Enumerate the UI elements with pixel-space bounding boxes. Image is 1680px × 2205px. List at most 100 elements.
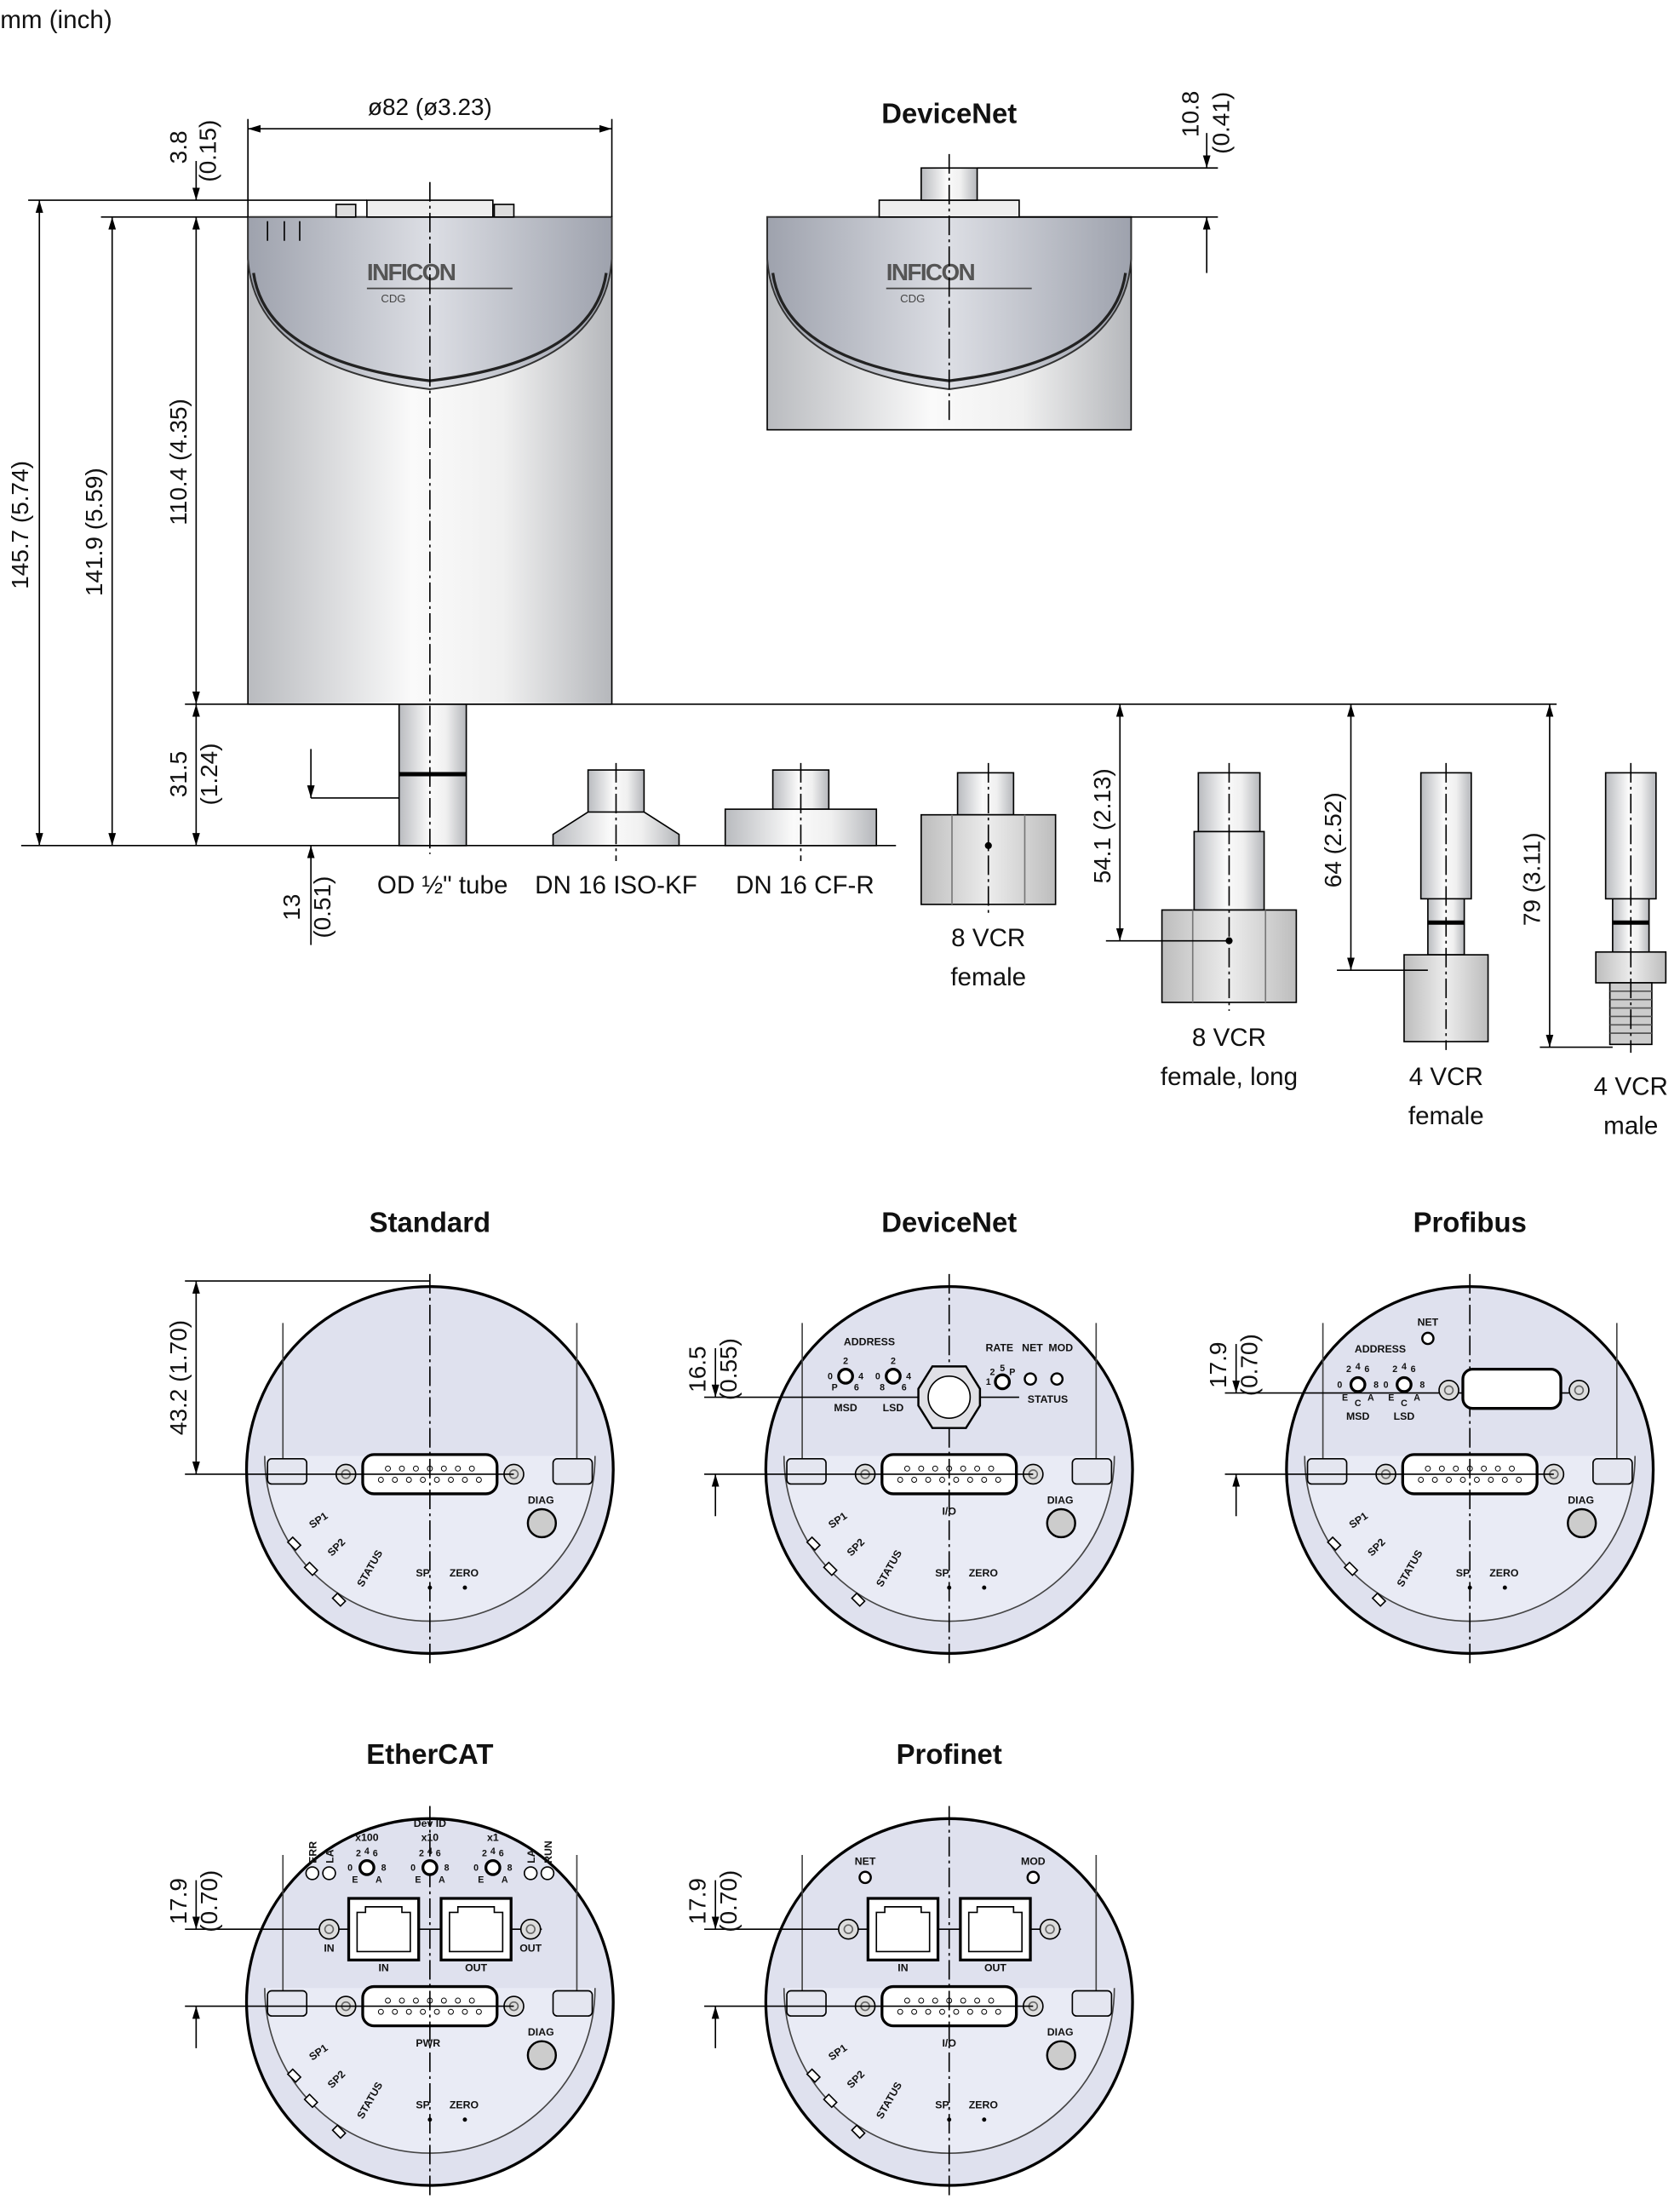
lsd-digit: 8 [880, 1382, 885, 1392]
mounting-tab [1306, 1458, 1348, 1485]
flange-label: 4 VCR [1409, 1063, 1483, 1091]
logo-brand: INFICON [367, 259, 456, 285]
rj45-port [439, 1897, 513, 1961]
led-status-label: STATUS [1028, 1393, 1068, 1405]
net-label: NET [855, 1856, 876, 1868]
la-out-label: LA [525, 1849, 537, 1863]
mod-led [1026, 1870, 1041, 1885]
inficon-logo: INFICON CDG [366, 259, 513, 305]
msd-digit: E [1342, 1393, 1348, 1404]
mod-label: MOD [1048, 1341, 1073, 1353]
screw [838, 1918, 859, 1940]
status-led [1343, 1561, 1359, 1576]
mounting-tab [786, 1458, 827, 1485]
devicenet-offset-dimension: 10.8 [1177, 91, 1203, 137]
total-height-dimension: 145.7 (5.74) [7, 461, 33, 589]
back-view-title: Profibus [1413, 1207, 1527, 1238]
rj45-port [866, 1897, 940, 1961]
back-view-dimension-inch: (0.70) [715, 1870, 742, 1932]
mounting-tab [1592, 1458, 1633, 1485]
status-led [823, 2093, 838, 2109]
rotary-switch [837, 1368, 854, 1385]
net-led [1023, 1372, 1037, 1386]
flange-label: DN 16 ISO-KF [535, 871, 697, 899]
lsd-digit: 0 [875, 1372, 880, 1382]
status-led [1371, 1592, 1387, 1607]
diag-button [1046, 2040, 1076, 2070]
mounting-tab [267, 1458, 308, 1485]
status-led [806, 1536, 822, 1552]
flange-label: female [950, 963, 1026, 991]
hex-digit: 0 [347, 1863, 353, 1874]
lsd-digit: 4 [906, 1372, 911, 1382]
zero-trimmer [462, 2117, 467, 2122]
dev-id-label: Dev ID [414, 1817, 446, 1829]
x10-label: x10 [421, 1832, 439, 1844]
lsd-label: LSD [1394, 1410, 1415, 1422]
diag-label: DIAG [1047, 2026, 1074, 2038]
msd-label: MSD [1346, 1410, 1369, 1422]
sp-label: SP [935, 2099, 949, 2111]
msd-digit: 0 [1337, 1381, 1342, 1391]
diag-label: DIAG [1047, 1494, 1074, 1506]
status-led [1327, 1536, 1342, 1552]
hex-digit: 8 [381, 1863, 387, 1874]
status-led [331, 2124, 347, 2139]
address-label: ADDRESS [1355, 1343, 1406, 1355]
zero-trimmer [982, 2117, 987, 2122]
status-led [823, 1561, 838, 1576]
msd-digit: 2 [1346, 1364, 1351, 1375]
msd-digit: 6 [1364, 1364, 1369, 1375]
logo-model: CDG [900, 292, 925, 305]
mounting-tab [552, 1458, 593, 1485]
msd-digit: C [1355, 1398, 1362, 1409]
x100-label: x100 [355, 1832, 379, 1844]
rate-label: RATE [985, 1341, 1013, 1353]
devicenet-offset-dimension-inch: (0.41) [1207, 92, 1234, 154]
hex-digit: E [415, 1875, 421, 1886]
vent-slots [267, 221, 301, 241]
flange-label: 8 VCR [1192, 1024, 1266, 1052]
hex-digit: 2 [419, 1849, 424, 1859]
flange-label: 4 VCR [1594, 1072, 1668, 1100]
la-in-led [322, 1866, 336, 1881]
screw [1568, 1379, 1590, 1401]
rotary-switch [421, 1858, 439, 1876]
lsd-digit: 6 [902, 1382, 907, 1392]
vcr4-female-dimension: 64 (2.52) [1320, 792, 1346, 887]
screw [519, 1918, 542, 1940]
msd-digit: 8 [1373, 1381, 1379, 1391]
mod-label: MOD [1021, 1856, 1046, 1868]
devicenet-side-title: DeviceNet [881, 98, 1017, 129]
io-label: I/O [942, 1506, 956, 1518]
back-view-dimension: 17.9 [685, 1878, 711, 1924]
lsd-digit: 2 [891, 1357, 896, 1367]
top-offset-dimension-inch: (0.15) [194, 120, 221, 182]
msd-digit: A [1368, 1393, 1374, 1404]
zero-label: ZERO [969, 2099, 999, 2111]
dsub-9-connector [1461, 1368, 1562, 1410]
x1-label: x1 [487, 1832, 499, 1844]
flange-height-dimension: 31.5 [165, 751, 192, 797]
rotary-switch [994, 1373, 1012, 1391]
status-led [851, 1592, 866, 1607]
mounting-tab [267, 1990, 308, 2017]
run-label: RUN [542, 1840, 554, 1863]
rotary-switch [885, 1368, 902, 1385]
hex-digit: A [502, 1875, 508, 1886]
net-label: NET [1418, 1317, 1439, 1329]
rate-digit: 2 [990, 1368, 995, 1378]
back-view-dimension: 16.5 [685, 1346, 711, 1392]
diag-button [526, 2040, 558, 2070]
screw [318, 1918, 340, 1940]
hex-digit: E [478, 1875, 484, 1886]
hex-digit: 6 [373, 1849, 378, 1859]
